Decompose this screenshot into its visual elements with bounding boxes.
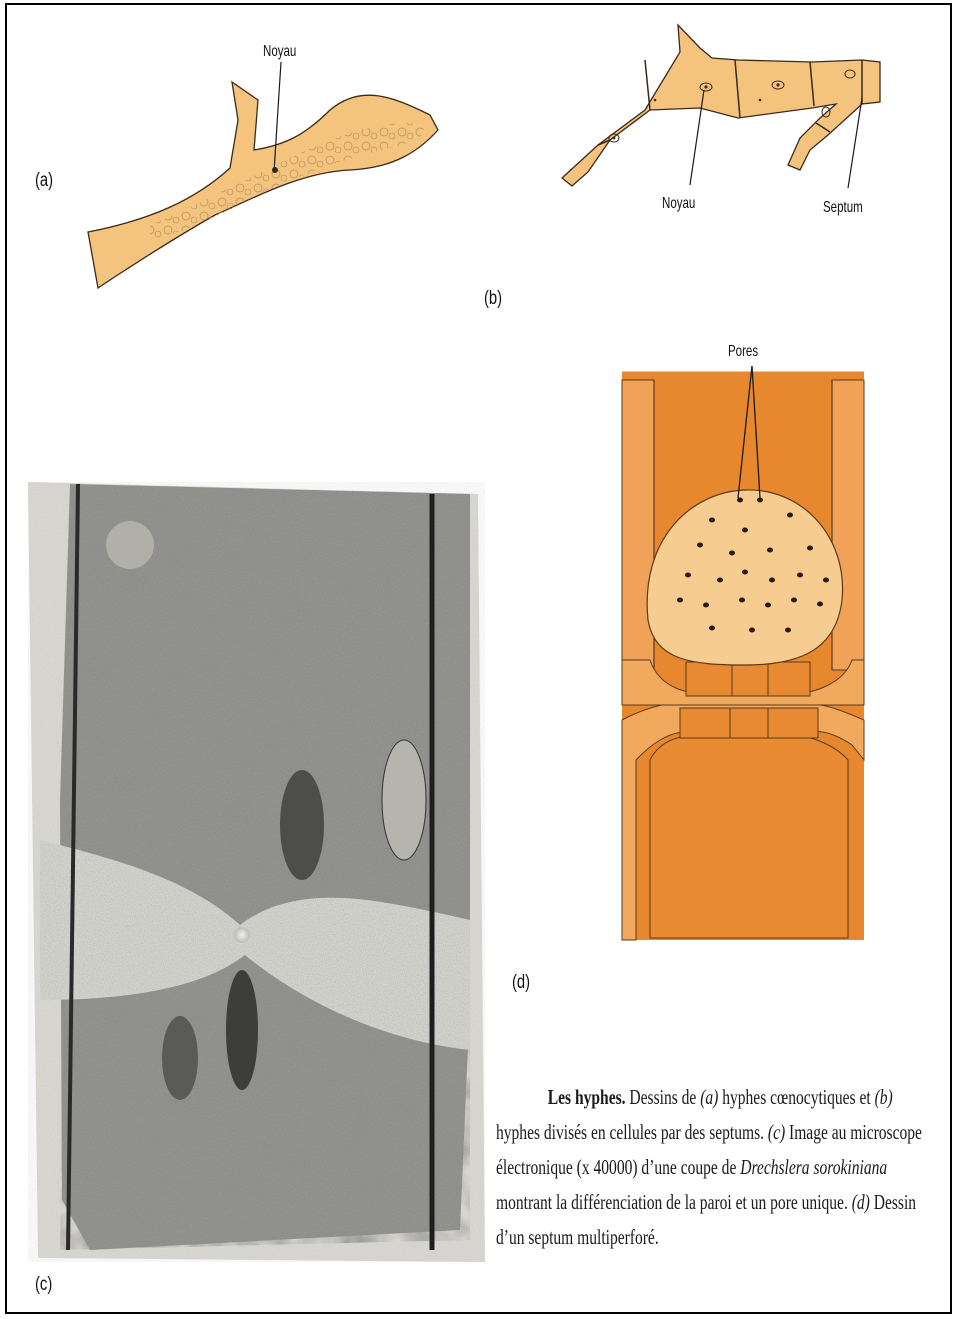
noyau-label-a: Noyau [263,43,296,61]
noyau-label-b: Noyau [662,195,695,213]
caption-text: hyphes divisés en cellules par des septu… [496,1120,768,1144]
coenocytic-hypha-drawing [88,82,438,288]
caption-title: Les hyphes. [548,1085,626,1109]
panel-label-b: (b) [484,288,502,310]
caption-ref-c: (c) [768,1120,785,1144]
caption-text: hyphes cœnocytiques et [718,1085,874,1109]
caption-text: Dessins de [626,1085,701,1109]
septum-label: Septum [823,199,863,217]
multiperforate-septum-drawing [622,366,864,940]
caption-text: montrant la différenciation de la paroi … [496,1190,852,1214]
figure-caption: Les hyphes. Dessins de (a) hyphes cœnocy… [496,1080,940,1255]
panel-label-d: (d) [512,972,530,994]
pores-label: Pores [728,343,758,361]
septate-hypha-drawing [562,25,880,186]
caption-ref-a: (a) [700,1085,718,1109]
electron-micrograph [28,482,485,1262]
caption-species: Drechslera sorokiniana [740,1155,887,1179]
caption-ref-b: (b) [875,1085,893,1109]
panel-label-a: (a) [35,170,53,192]
caption-ref-d: (d) [852,1190,870,1214]
panel-label-c: (c) [35,1274,52,1296]
